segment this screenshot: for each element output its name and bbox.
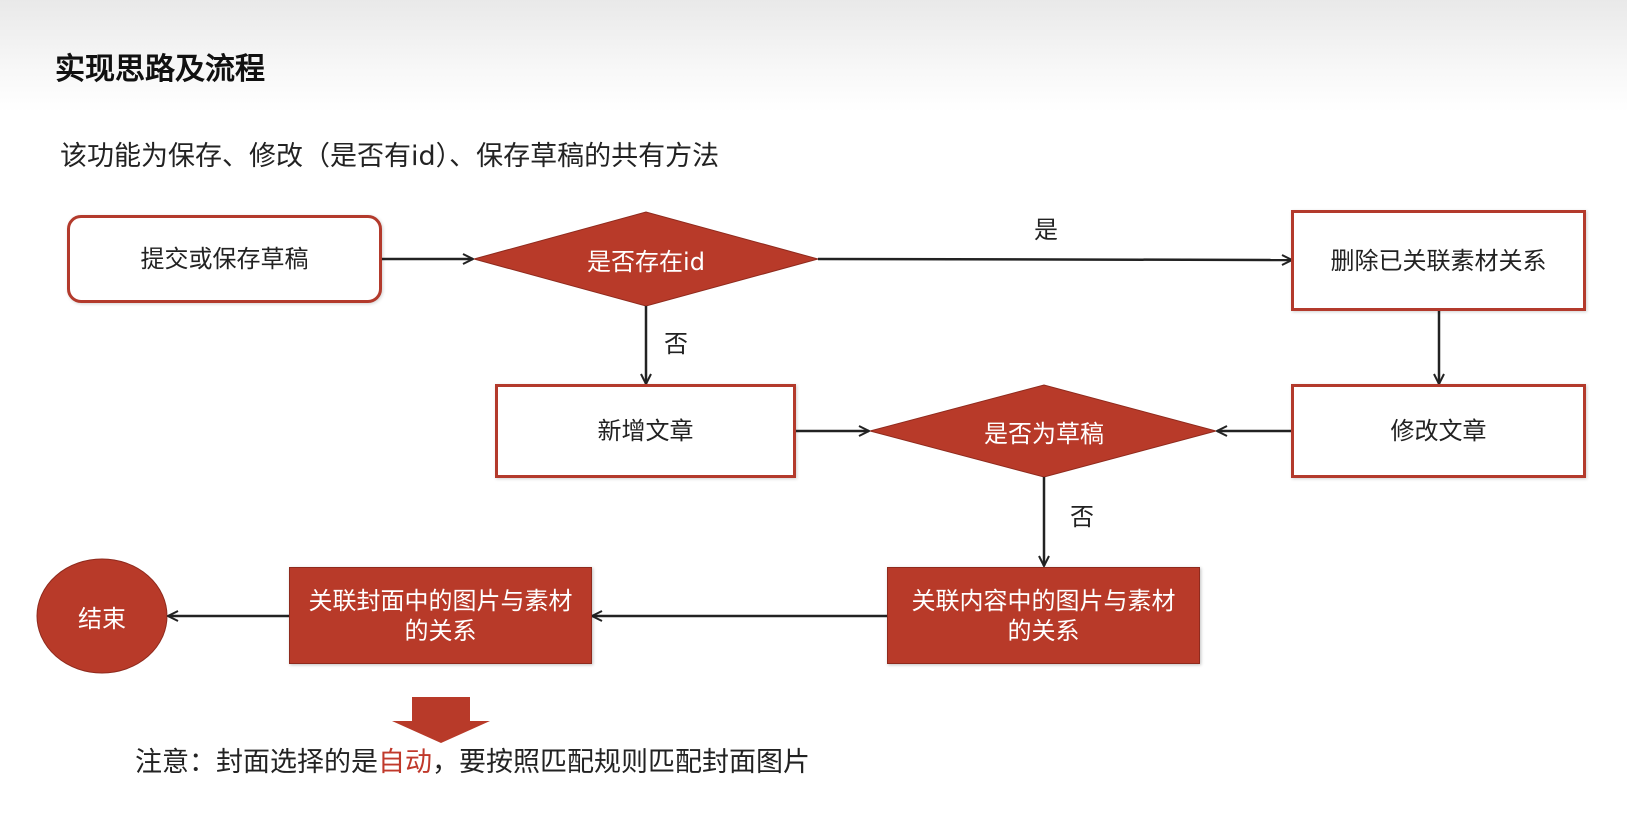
add-article-node: 新增文章 (495, 384, 796, 478)
link-content-images-node: 关联内容中的图片与素材的关系 (887, 567, 1200, 664)
edge-label-yes: 是 (1034, 216, 1058, 244)
delete-relations-label: 删除已关联素材关系 (1330, 246, 1547, 275)
link-content-images-label: 关联内容中的图片与素材的关系 (911, 586, 1176, 645)
subtitle: 该功能为保存、修改（是否有id）、保存草稿的共有方法 (60, 141, 720, 172)
end-label: 结束 (78, 604, 126, 633)
start-node: 提交或保存草稿 (67, 215, 382, 303)
header-band (0, 0, 1627, 112)
note-suffix: ，要按照匹配规则匹配封面图片 (432, 747, 810, 778)
note: 注意：封面选择的是自动，要按照匹配规则匹配封面图片 (135, 740, 810, 779)
note-highlight: 自动 (378, 747, 432, 778)
edit-article-node: 修改文章 (1291, 384, 1586, 478)
delete-relations-node: 删除已关联素材关系 (1291, 210, 1586, 311)
decision-draft-label: 是否为草稿 (984, 419, 1104, 448)
down-arrow-icon (392, 697, 490, 743)
edge-label-no-id: 否 (664, 330, 688, 358)
edit-article-label: 修改文章 (1390, 417, 1487, 445)
edge-label-no-draft: 否 (1070, 503, 1094, 531)
start-node-label: 提交或保存草稿 (140, 245, 309, 273)
page-title: 实现思路及流程 (55, 52, 265, 87)
decision-id-label: 是否存在id (587, 247, 705, 276)
link-cover-images-label: 关联封面中的图片与素材的关系 (308, 586, 573, 645)
edge-decision-id-yes (817, 259, 1292, 260)
link-cover-images-node: 关联封面中的图片与素材的关系 (289, 567, 592, 664)
add-article-label: 新增文章 (597, 417, 694, 445)
note-prefix: 注意：封面选择的是 (135, 747, 378, 778)
